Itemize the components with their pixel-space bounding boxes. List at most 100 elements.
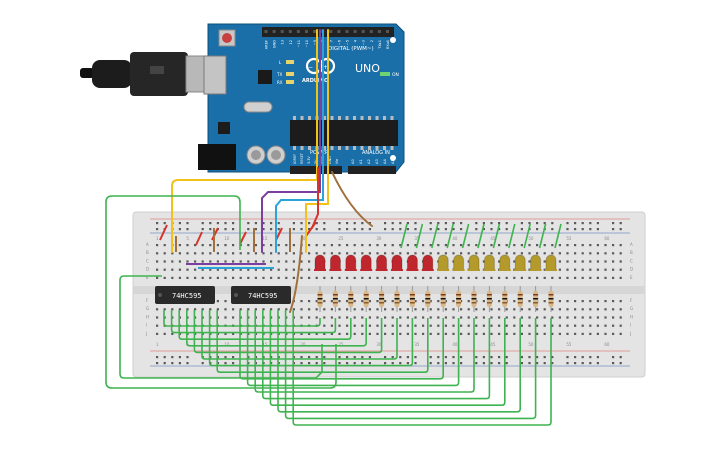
breadboard-hole[interactable]	[498, 244, 501, 247]
rail-hole[interactable]	[368, 356, 371, 359]
breadboard-hole[interactable]	[338, 244, 341, 247]
breadboard-hole[interactable]	[399, 252, 402, 255]
breadboard-hole[interactable]	[437, 300, 440, 303]
rail-hole[interactable]	[589, 228, 592, 231]
breadboard-hole[interactable]	[391, 308, 394, 311]
rail-hole[interactable]	[262, 222, 265, 225]
breadboard-hole[interactable]	[323, 276, 326, 279]
breadboard-hole[interactable]	[520, 244, 523, 247]
breadboard-hole[interactable]	[308, 308, 311, 311]
breadboard-hole[interactable]	[292, 276, 295, 279]
rail-hole[interactable]	[308, 222, 311, 225]
breadboard-hole[interactable]	[596, 276, 599, 279]
breadboard-hole[interactable]	[475, 276, 478, 279]
breadboard-hole[interactable]	[171, 308, 174, 311]
resistor[interactable]	[394, 286, 400, 312]
breadboard-hole[interactable]	[368, 332, 371, 335]
breadboard-hole[interactable]	[194, 260, 197, 263]
breadboard-hole[interactable]	[498, 252, 501, 255]
led[interactable]	[452, 254, 465, 271]
breadboard-hole[interactable]	[551, 332, 554, 335]
rail-hole[interactable]	[186, 222, 189, 225]
breadboard-hole[interactable]	[384, 316, 387, 319]
breadboard-hole[interactable]	[543, 244, 546, 247]
breadboard-hole[interactable]	[490, 252, 493, 255]
breadboard-hole[interactable]	[308, 260, 311, 263]
breadboard-hole[interactable]	[566, 332, 569, 335]
breadboard-hole[interactable]	[156, 316, 159, 319]
rail-hole[interactable]	[224, 222, 227, 225]
rail-hole[interactable]	[315, 356, 318, 359]
breadboard-hole[interactable]	[399, 324, 402, 327]
breadboard-hole[interactable]	[452, 324, 455, 327]
breadboard-hole[interactable]	[338, 332, 341, 335]
breadboard-hole[interactable]	[209, 260, 212, 263]
breadboard-hole[interactable]	[346, 252, 349, 255]
rail-hole[interactable]	[566, 362, 569, 365]
reset-button-cap[interactable]	[222, 33, 232, 43]
breadboard-hole[interactable]	[406, 276, 409, 279]
rail-hole[interactable]	[178, 362, 181, 365]
breadboard-hole[interactable]	[338, 324, 341, 327]
rail-hole[interactable]	[209, 222, 212, 225]
rail-hole[interactable]	[566, 356, 569, 359]
breadboard-hole[interactable]	[376, 244, 379, 247]
breadboard-hole[interactable]	[254, 260, 257, 263]
breadboard-hole[interactable]	[482, 252, 485, 255]
breadboard-hole[interactable]	[254, 268, 257, 271]
breadboard-hole[interactable]	[604, 244, 607, 247]
breadboard-hole[interactable]	[270, 308, 273, 311]
breadboard-hole[interactable]	[277, 268, 280, 271]
breadboard-hole[interactable]	[574, 308, 577, 311]
rail-hole[interactable]	[596, 222, 599, 225]
rail-hole[interactable]	[156, 362, 159, 365]
breadboard-hole[interactable]	[444, 276, 447, 279]
rail-hole[interactable]	[315, 228, 318, 231]
rail-hole[interactable]	[384, 362, 387, 365]
breadboard-hole[interactable]	[566, 252, 569, 255]
breadboard-hole[interactable]	[216, 268, 219, 271]
breadboard-hole[interactable]	[308, 332, 311, 335]
breadboard-hole[interactable]	[262, 260, 265, 263]
breadboard-hole[interactable]	[619, 276, 622, 279]
breadboard-hole[interactable]	[262, 308, 265, 311]
digital-pin-hole[interactable]	[288, 30, 292, 33]
breadboard-hole[interactable]	[277, 244, 280, 247]
rail-hole[interactable]	[406, 228, 409, 231]
breadboard-hole[interactable]	[513, 300, 516, 303]
led[interactable]	[421, 254, 434, 271]
breadboard-hole[interactable]	[536, 244, 539, 247]
breadboard-hole[interactable]	[574, 276, 577, 279]
breadboard-hole[interactable]	[391, 332, 394, 335]
breadboard-hole[interactable]	[444, 332, 447, 335]
breadboard-hole[interactable]	[475, 332, 478, 335]
breadboard-hole[interactable]	[475, 324, 478, 327]
rail-hole[interactable]	[156, 222, 159, 225]
breadboard-hole[interactable]	[536, 252, 539, 255]
digital-pin-hole[interactable]	[377, 30, 381, 33]
digital-pin-hole[interactable]	[313, 30, 317, 33]
breadboard-hole[interactable]	[612, 324, 615, 327]
breadboard-hole[interactable]	[171, 276, 174, 279]
led[interactable]	[329, 254, 342, 271]
breadboard-hole[interactable]	[361, 324, 364, 327]
led[interactable]	[437, 254, 450, 271]
breadboard-hole[interactable]	[330, 244, 333, 247]
breadboard-hole[interactable]	[239, 260, 242, 263]
rail-hole[interactable]	[619, 222, 622, 225]
breadboard-hole[interactable]	[315, 316, 318, 319]
breadboard-hole[interactable]	[581, 300, 584, 303]
breadboard-hole[interactable]	[338, 316, 341, 319]
breadboard-hole[interactable]	[201, 308, 204, 311]
breadboard-hole[interactable]	[315, 276, 318, 279]
breadboard-hole[interactable]	[171, 260, 174, 263]
breadboard-hole[interactable]	[467, 244, 470, 247]
rail-hole[interactable]	[505, 362, 508, 365]
rail-hole[interactable]	[353, 362, 356, 365]
breadboard-hole[interactable]	[315, 244, 318, 247]
breadboard-hole[interactable]	[604, 316, 607, 319]
breadboard-hole[interactable]	[574, 316, 577, 319]
breadboard-hole[interactable]	[270, 268, 273, 271]
rail-hole[interactable]	[581, 228, 584, 231]
